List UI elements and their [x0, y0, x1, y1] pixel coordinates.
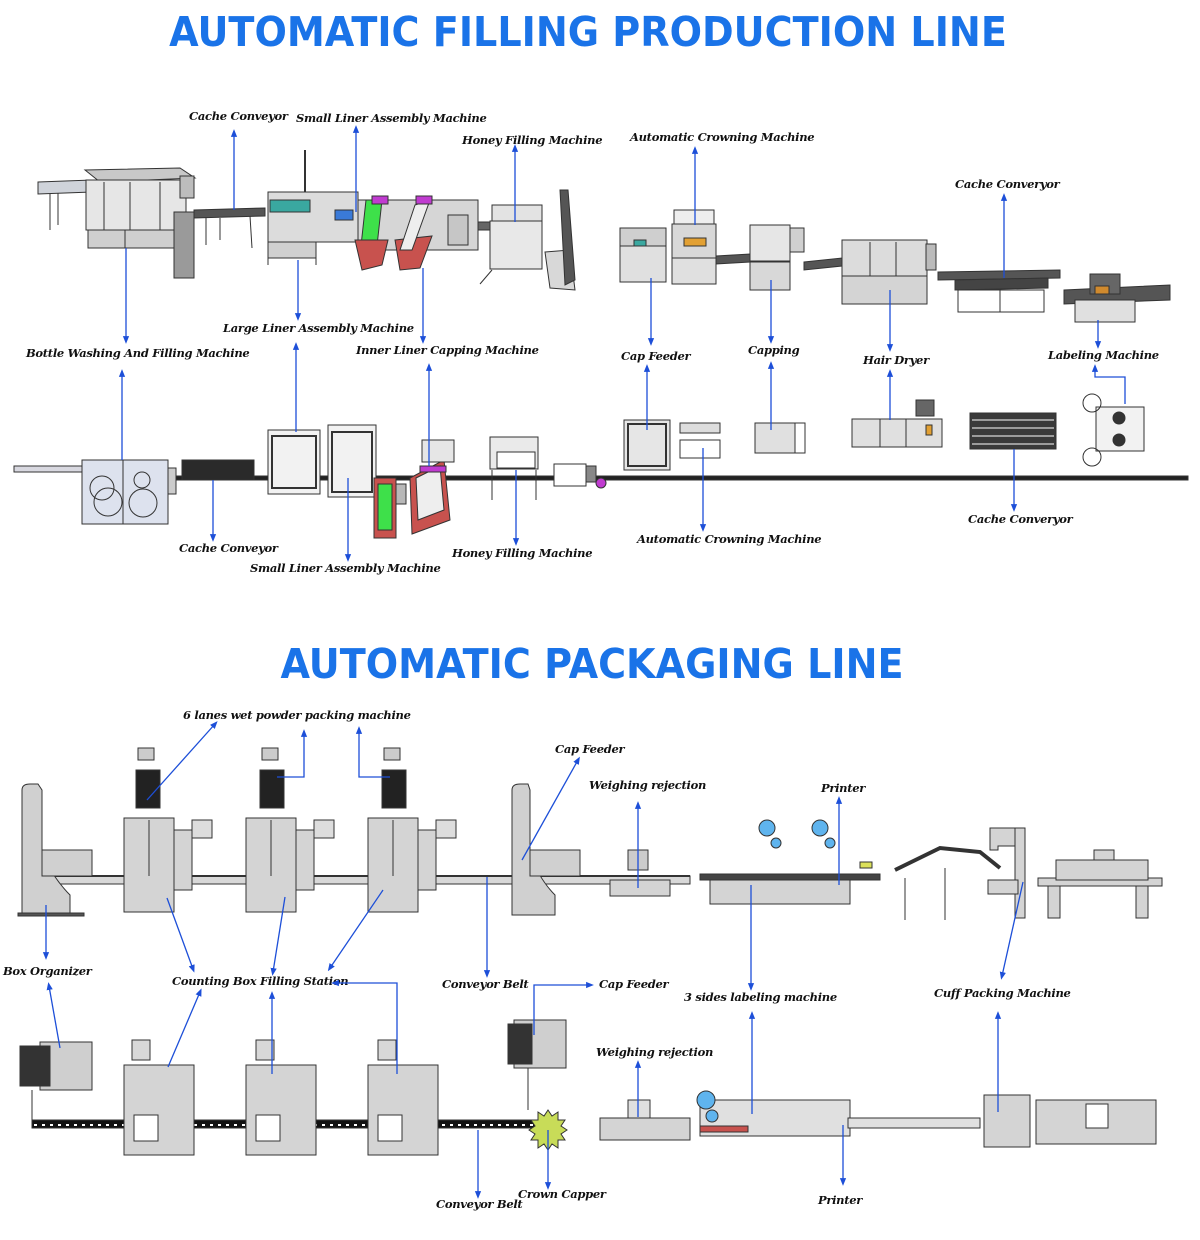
top-filler-3	[367, 1039, 439, 1156]
label-top-cache-conveyor: Cache Conveyor	[179, 541, 278, 555]
label-labeling-machine: Labeling Machine	[1048, 348, 1159, 362]
label-box-organizer: Box Organizer	[3, 964, 92, 978]
honey-filling-machine	[477, 189, 576, 291]
top-cuff-packing	[983, 1094, 1157, 1148]
label-large-liner-assembly: Large Liner Assembly Machine	[223, 321, 414, 335]
cuff-packing-machine	[987, 827, 1163, 919]
label-top-honey-filling: Honey Filling Machine	[452, 546, 593, 560]
top-filler-1	[123, 1039, 195, 1156]
capping-machine	[749, 224, 843, 291]
counting-box-filling-station-3	[367, 747, 457, 913]
top-cap-feeder-unit	[507, 1019, 567, 1110]
label-top-automatic-crowning: Automatic Crowning Machine	[637, 532, 822, 546]
top-capping	[754, 422, 806, 454]
top-labeling-machine	[1082, 393, 1145, 467]
label-cap-feeder: Cap Feeder	[621, 349, 691, 363]
label-bottle-washing-filling: Bottle Washing And Filling Machine	[26, 346, 250, 360]
label-6-lanes-wet-powder: 6 lanes wet powder packing machine	[183, 708, 411, 722]
label-3-sides-labeling: 3 sides labeling machine	[684, 990, 837, 1004]
label-top-cache-converyor: Cache Converyor	[968, 512, 1073, 526]
labeling-machine	[1063, 273, 1171, 323]
arrow-cuff-packing	[999, 881, 1024, 980]
label-cache-converyor: Cache Converyor	[955, 177, 1060, 191]
arrow-top-counting-3	[331, 979, 398, 1074]
label-pkg-cap-feeder: Cap Feeder	[555, 742, 625, 756]
infeed-conveyor	[37, 179, 93, 230]
label-top-cap-feeder: Cap Feeder	[599, 977, 669, 991]
label-hair-dryer: Hair Dryer	[863, 353, 929, 367]
liner-assembly-machines	[267, 150, 479, 271]
callout-arrows	[42, 125, 1126, 1199]
packaging-line-title: AUTOMATIC PACKAGING LINE	[280, 640, 904, 688]
cap-feeder-side	[511, 783, 581, 916]
top-cache-converyor	[969, 412, 1057, 450]
cache-converyor-2	[937, 269, 1061, 313]
arrow-6-lanes-2	[277, 729, 308, 778]
label-top-weighing-rejection: Weighing rejection	[596, 1045, 714, 1059]
bottle-washing-filling-machine	[83, 167, 197, 279]
label-top-printer: Printer	[818, 1193, 863, 1207]
counting-box-filling-station-1	[123, 747, 213, 913]
arrow-top-cap-feeder	[533, 981, 594, 1035]
label-counting-box-filling: Counting Box Filling Station	[172, 974, 349, 988]
label-pkg-printer: Printer	[821, 781, 866, 795]
arrow-6-lanes-3	[355, 726, 390, 778]
arrow-top-box-organizer	[46, 982, 61, 1049]
label-cuff-packing: Cuff Packing Machine	[934, 986, 1071, 1000]
label-small-liner-assembly: Small Liner Assembly Machine	[296, 111, 487, 125]
label-conveyor-belt: Conveyor Belt	[442, 977, 529, 991]
box-organizer	[17, 783, 93, 917]
packaging-side-view	[17, 747, 1163, 920]
top-automatic-crowning	[679, 422, 721, 459]
label-automatic-crowning: Automatic Crowning Machine	[630, 130, 815, 144]
arrow-top-labeling	[1091, 364, 1126, 404]
hair-dryer	[841, 239, 937, 305]
cap-feeder-crowning-machine	[619, 209, 751, 285]
top-weighing-rejection	[599, 1099, 691, 1141]
arrow-top-counting-1	[167, 988, 202, 1068]
arrow-counting-1	[166, 897, 195, 973]
label-crown-capper: Crown Capper	[518, 1187, 606, 1201]
arrow-counting-2	[270, 896, 286, 976]
label-top-conveyor-belt: Conveyor Belt	[436, 1197, 523, 1211]
top-labeling-printer	[696, 1090, 981, 1137]
top-filler-2	[245, 1039, 317, 1156]
top-box-organizer	[19, 1041, 93, 1124]
arrow-6-lanes-1	[146, 721, 218, 801]
arrow-pkg-cap-feeder	[521, 756, 580, 861]
label-cache-conveyor: Cache Conveyor	[189, 109, 288, 123]
filling-iso-view	[37, 150, 1171, 323]
filling-line-title: AUTOMATIC FILLING PRODUCTION LINE	[169, 8, 1007, 56]
arrow-counting-3	[327, 889, 384, 972]
label-honey-filling: Honey Filling Machine	[462, 133, 603, 147]
cache-conveyor-1	[193, 207, 266, 249]
label-inner-liner-capping: Inner Liner Capping Machine	[356, 343, 539, 357]
label-capping: Capping	[748, 343, 800, 357]
filling-top-view	[13, 393, 1189, 539]
top-bottle-washing-filling	[81, 459, 177, 525]
top-hair-dryer	[851, 399, 943, 448]
top-honey-filling	[489, 436, 607, 500]
packaging-top-view	[19, 1019, 1157, 1156]
label-pkg-weighing-rejection: Weighing rejection	[589, 778, 707, 792]
label-top-small-liner-assembly: Small Liner Assembly Machine	[250, 561, 441, 575]
counting-box-filling-station-2	[245, 747, 335, 913]
top-liner-assembly	[267, 424, 455, 539]
three-sides-labeling-side	[699, 819, 881, 905]
weighing-rejection-side	[609, 849, 671, 897]
